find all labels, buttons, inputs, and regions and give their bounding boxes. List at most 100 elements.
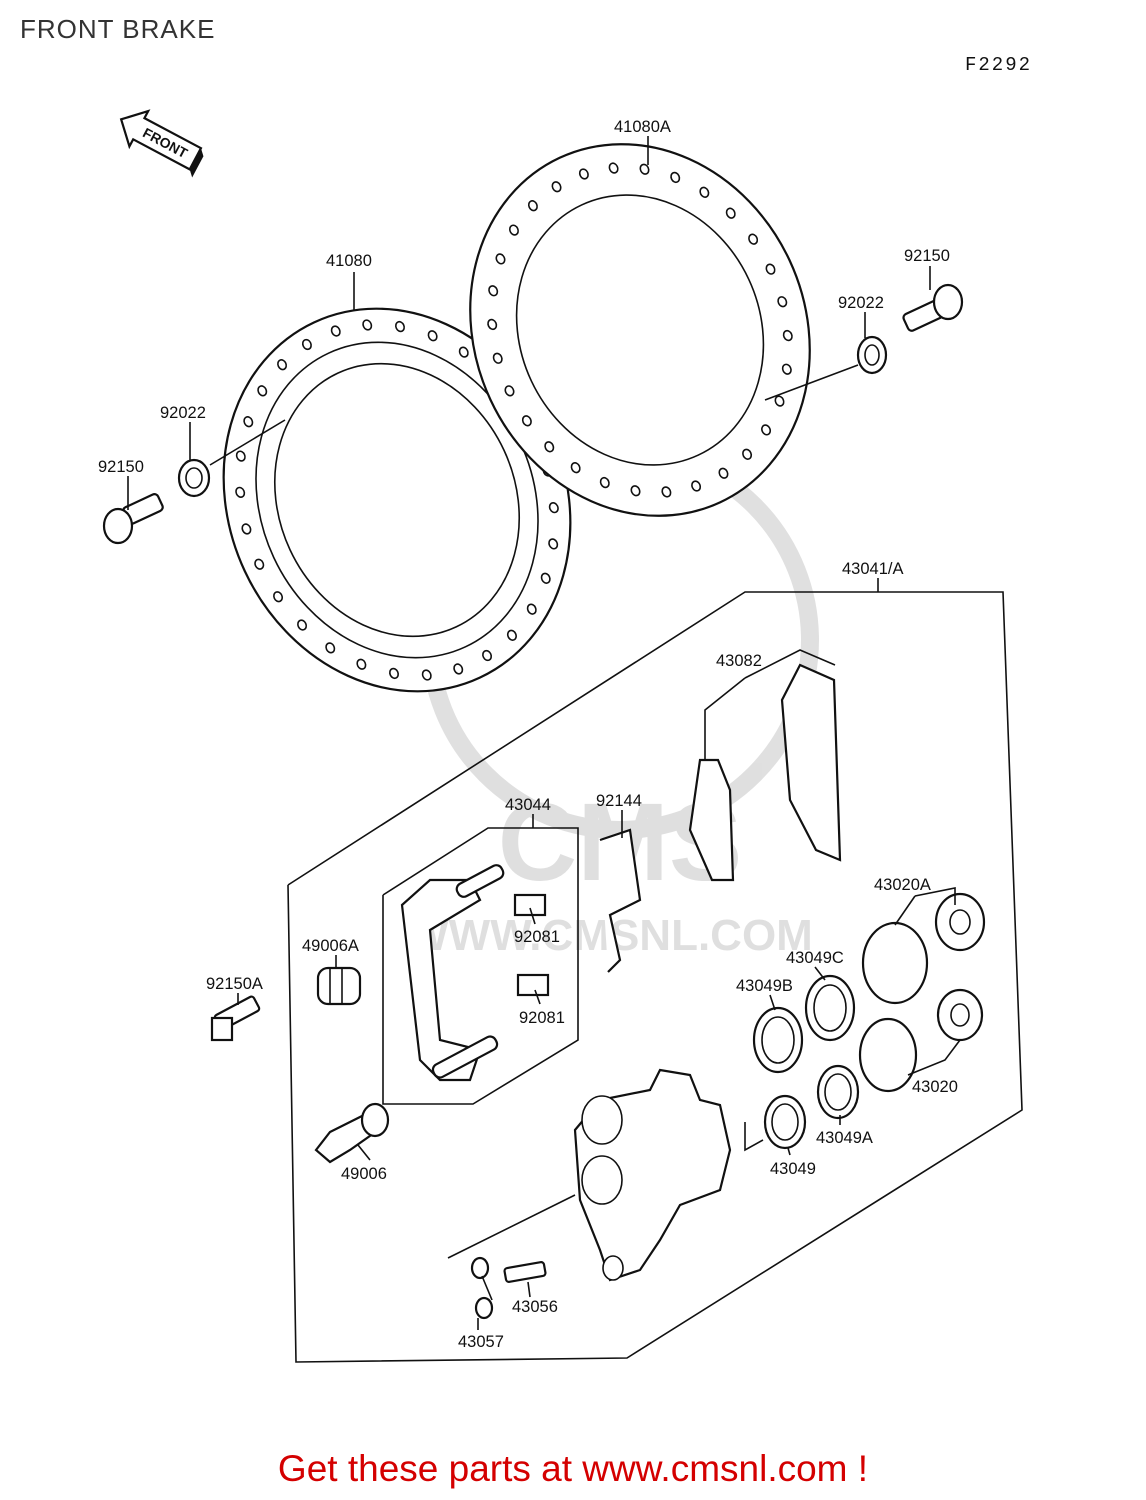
washer-92022-right bbox=[856, 335, 888, 375]
label-43082: 43082 bbox=[716, 652, 762, 670]
pin-49006 bbox=[314, 1102, 390, 1164]
bleeder-cap-43057 bbox=[470, 1256, 494, 1320]
disc-hole bbox=[774, 395, 785, 407]
front-arrow-icon: FRONT bbox=[119, 109, 204, 178]
disc-hole bbox=[548, 538, 559, 550]
insulator-43020A bbox=[934, 892, 986, 952]
seal-43049B bbox=[752, 1006, 804, 1074]
label-43049: 43049 bbox=[770, 1160, 816, 1178]
caliper-body bbox=[573, 1068, 732, 1282]
disc-hole bbox=[599, 476, 610, 489]
label-41080: 41080 bbox=[326, 252, 372, 270]
disc-hole bbox=[748, 233, 759, 245]
disc-hole bbox=[782, 329, 793, 342]
disc-hole bbox=[551, 181, 562, 193]
footer-link-text[interactable]: Get these parts at www.cmsnl.com ! bbox=[277, 1448, 869, 1489]
clip-92081-b bbox=[516, 973, 550, 997]
disc-hole bbox=[301, 338, 312, 351]
disc-hole bbox=[458, 346, 469, 358]
disc-hole bbox=[254, 558, 265, 570]
disc-hole bbox=[781, 363, 792, 375]
bolt-92150-right bbox=[902, 283, 964, 332]
disc-hole bbox=[235, 486, 246, 498]
disc-hole bbox=[362, 319, 373, 331]
disc-hole bbox=[453, 663, 464, 675]
piston-43020A bbox=[861, 921, 929, 1005]
label-92022-right: 92022 bbox=[838, 294, 884, 312]
disc-hole bbox=[427, 330, 438, 342]
disc-hole bbox=[742, 448, 753, 460]
page-title: FRONT BRAKE bbox=[20, 14, 216, 44]
disc-hole bbox=[504, 385, 515, 397]
disc-hole bbox=[570, 462, 581, 474]
label-41080A: 41080A bbox=[614, 118, 671, 136]
label-92081-b: 92081 bbox=[519, 1009, 565, 1027]
piston-43020 bbox=[858, 1017, 918, 1093]
label-43049B: 43049B bbox=[736, 977, 793, 995]
label-92022-left: 92022 bbox=[160, 404, 206, 422]
boot-49006A bbox=[316, 966, 362, 1006]
disc-hole bbox=[521, 415, 532, 427]
leader-lines bbox=[127, 136, 961, 1330]
disc-hole bbox=[777, 296, 788, 308]
label-49006: 49006 bbox=[341, 1165, 387, 1183]
disc-hole bbox=[508, 224, 519, 236]
disc-hole bbox=[394, 320, 405, 333]
disc-hole bbox=[330, 325, 341, 337]
disc-hole bbox=[761, 424, 772, 436]
disc-hole bbox=[527, 200, 538, 212]
label-43049A: 43049A bbox=[816, 1129, 873, 1147]
label-43049C: 43049C bbox=[786, 949, 844, 967]
disc-hole bbox=[630, 485, 641, 497]
disc-hole bbox=[273, 591, 284, 603]
disc-hole bbox=[488, 285, 499, 297]
label-43020A: 43020A bbox=[874, 876, 931, 894]
label-92150-left: 92150 bbox=[98, 458, 144, 476]
disc-hole bbox=[725, 207, 736, 219]
disc-hole bbox=[578, 168, 589, 180]
disc-hole bbox=[544, 441, 555, 453]
disc-hole bbox=[548, 502, 559, 514]
brake-pad-inner bbox=[688, 758, 735, 882]
label-49006A: 49006A bbox=[302, 937, 359, 955]
disc-hole bbox=[257, 385, 268, 397]
disc-hole bbox=[699, 186, 710, 198]
disc-hole bbox=[421, 669, 432, 681]
disc-hole bbox=[482, 649, 493, 662]
label-43020: 43020 bbox=[912, 1078, 958, 1096]
label-43044: 43044 bbox=[505, 796, 551, 814]
disc-hole bbox=[241, 523, 252, 535]
disc-hole bbox=[277, 359, 288, 371]
bolt-92150A bbox=[210, 995, 261, 1042]
disc-hole bbox=[492, 352, 503, 364]
bleeder-valve-43056 bbox=[503, 1261, 547, 1283]
disc-hole bbox=[691, 480, 702, 492]
brake-disc-41080A bbox=[469, 143, 811, 517]
disc-hole bbox=[297, 619, 308, 631]
seal-43049 bbox=[763, 1094, 807, 1150]
disc-hole bbox=[506, 629, 517, 641]
disc-hole bbox=[608, 162, 619, 174]
label-92081-a: 92081 bbox=[514, 928, 560, 946]
disc-hole bbox=[526, 603, 537, 615]
brake-pad-outer bbox=[780, 663, 842, 862]
clip-92081-a bbox=[513, 893, 547, 917]
disc-hole bbox=[325, 642, 336, 654]
disc-hole bbox=[661, 486, 672, 498]
washer-92022-left bbox=[177, 458, 211, 498]
caliper-bracket bbox=[400, 864, 505, 1082]
label-43056: 43056 bbox=[512, 1298, 558, 1316]
disc-hole bbox=[356, 658, 367, 670]
bracket-group-outline bbox=[382, 827, 579, 1105]
insulator-43020 bbox=[936, 988, 984, 1042]
pad-spring-92144 bbox=[599, 828, 642, 973]
label-92150A: 92150A bbox=[206, 975, 263, 993]
seal-43049A bbox=[816, 1064, 860, 1120]
disc-hole bbox=[639, 163, 650, 175]
disc-hole bbox=[243, 416, 254, 428]
disc-hole bbox=[235, 450, 246, 462]
label-43041A: 43041/A bbox=[842, 560, 903, 578]
disc-hole bbox=[718, 467, 729, 479]
seal-43049C bbox=[804, 974, 856, 1042]
bolt-92150-left bbox=[102, 493, 164, 545]
